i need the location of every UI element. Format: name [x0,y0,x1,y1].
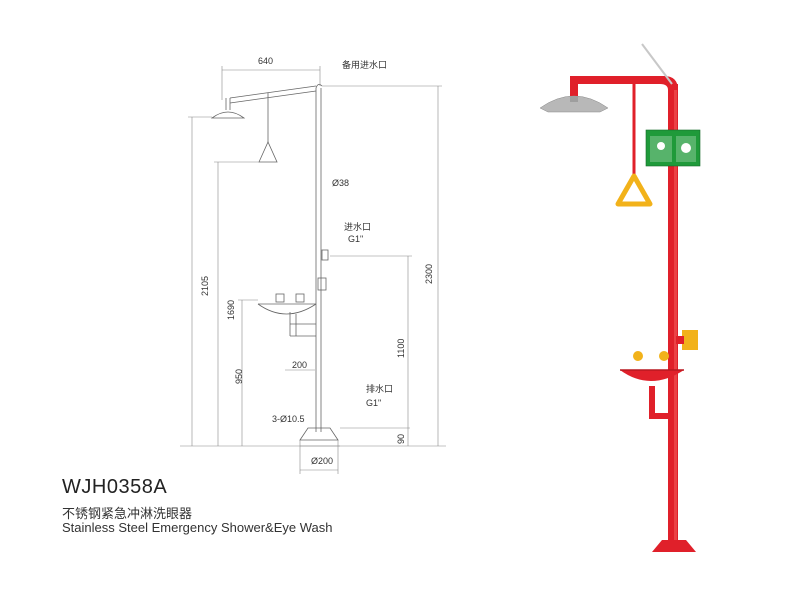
eyewash-nozzle-right [659,351,669,361]
product-name-en: Stainless Steel Emergency Shower&Eye Was… [62,520,333,535]
line-drawing [210,84,339,441]
dim-height-basin: 950 [234,369,244,384]
eyewash-bowl-outline [257,303,317,315]
eyewash-nozzle-left [633,351,643,361]
pull-handle-outline [258,141,278,163]
dim-inlet: 进水口 [344,221,371,232]
model-number: WJH0358A [62,476,168,498]
product-name-cn: 不锈钢紧急冲淋洗眼器 [62,506,193,521]
dim-drain-thread: G1" [366,398,381,408]
red-base [652,540,696,552]
red-arm [570,76,678,100]
dimension-lines [180,66,446,474]
dim-arm-width: 640 [258,56,273,66]
dim-spare-inlet: 备用进水口 [342,59,387,70]
dim-base-height: 90 [396,434,406,444]
dim-drain: 排水口 [366,383,393,394]
eyewash-bowl [620,370,684,381]
dim-pipe-dia: Ø38 [332,178,349,188]
dim-height-total: 2300 [424,264,434,284]
shower-head-outline [210,111,246,119]
base-outline [299,427,339,441]
dim-bolts: 3-Ø10.5 [272,414,305,424]
push-plate [682,330,698,350]
red-pole [668,84,678,544]
dim-inlet-thread: G1" [348,234,363,244]
shower-head [539,95,609,113]
product-illustration [539,43,701,552]
dim-height-pull: 1690 [226,300,236,320]
pull-handle [615,173,653,207]
dim-bowl-width: 200 [292,360,307,370]
dim-height-shower: 2105 [200,276,210,296]
dim-base-dia: Ø200 [311,456,333,466]
dim-height-inlet: 1100 [396,339,406,358]
